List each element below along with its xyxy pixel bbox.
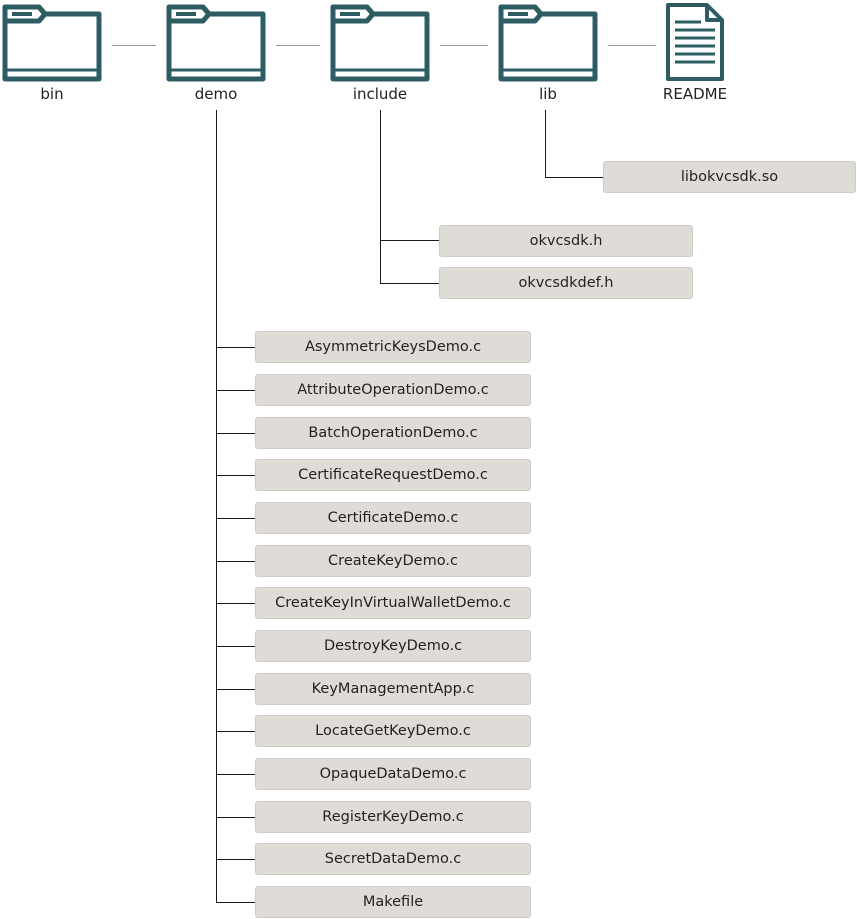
connector-line	[112, 45, 156, 46]
folder-icon[interactable]	[166, 4, 266, 82]
tree-branch	[216, 731, 256, 732]
folder-label-bin: bin	[40, 85, 64, 103]
document-icon[interactable]	[665, 2, 725, 82]
folder-label-lib: lib	[539, 85, 557, 103]
tree-line-lib	[545, 110, 546, 178]
file-box-okvcsdk-h[interactable]: okvcsdk.h	[439, 225, 693, 257]
tree-branch	[216, 561, 256, 562]
tree-branch	[380, 240, 440, 241]
file-box-demo[interactable]: AttributeOperationDemo.c	[255, 374, 531, 406]
tree-branch	[216, 774, 256, 775]
tree-branch	[216, 390, 256, 391]
folder-icon[interactable]	[498, 4, 598, 82]
tree-branch	[216, 817, 256, 818]
connector-line	[608, 45, 656, 46]
file-box-demo[interactable]: LocateGetKeyDemo.c	[255, 715, 531, 747]
tree-branch	[216, 646, 256, 647]
file-box-demo[interactable]: AsymmetricKeysDemo.c	[255, 331, 531, 363]
file-box-demo[interactable]: BatchOperationDemo.c	[255, 417, 531, 449]
tree-branch	[216, 433, 256, 434]
tree-branch	[216, 475, 256, 476]
file-box-demo[interactable]: CreateKeyDemo.c	[255, 545, 531, 577]
connector-line	[440, 45, 488, 46]
tree-branch	[216, 902, 256, 903]
file-box-demo[interactable]: KeyManagementApp.c	[255, 673, 531, 705]
tree-branch	[216, 347, 256, 348]
folder-label-include: include	[352, 85, 408, 103]
folder-label-demo: demo	[194, 85, 238, 103]
tree-branch	[216, 603, 256, 604]
file-box-demo[interactable]: CertificateDemo.c	[255, 502, 531, 534]
file-box-okvcsdkdef-h[interactable]: okvcsdkdef.h	[439, 267, 693, 299]
folder-icon[interactable]	[2, 4, 102, 82]
tree-branch	[380, 283, 440, 284]
tree-branch	[216, 689, 256, 690]
tree-branch	[216, 859, 256, 860]
file-box-libokvcsdk[interactable]: libokvcsdk.so	[603, 161, 856, 193]
file-box-makefile[interactable]: Makefile	[255, 886, 531, 918]
file-box-demo[interactable]: RegisterKeyDemo.c	[255, 801, 531, 833]
file-box-demo[interactable]: CertificateRequestDemo.c	[255, 459, 531, 491]
tree-branch	[216, 518, 256, 519]
tree-line-include	[380, 110, 381, 284]
file-box-demo[interactable]: DestroyKeyDemo.c	[255, 630, 531, 662]
tree-branch	[545, 177, 604, 178]
folder-icon[interactable]	[330, 4, 430, 82]
file-box-demo[interactable]: CreateKeyInVirtualWalletDemo.c	[255, 587, 531, 619]
tree-line-demo	[216, 110, 217, 903]
file-box-demo[interactable]: SecretDataDemo.c	[255, 843, 531, 875]
file-label-readme: README	[662, 85, 728, 103]
connector-line	[276, 45, 320, 46]
file-box-demo[interactable]: OpaqueDataDemo.c	[255, 758, 531, 790]
